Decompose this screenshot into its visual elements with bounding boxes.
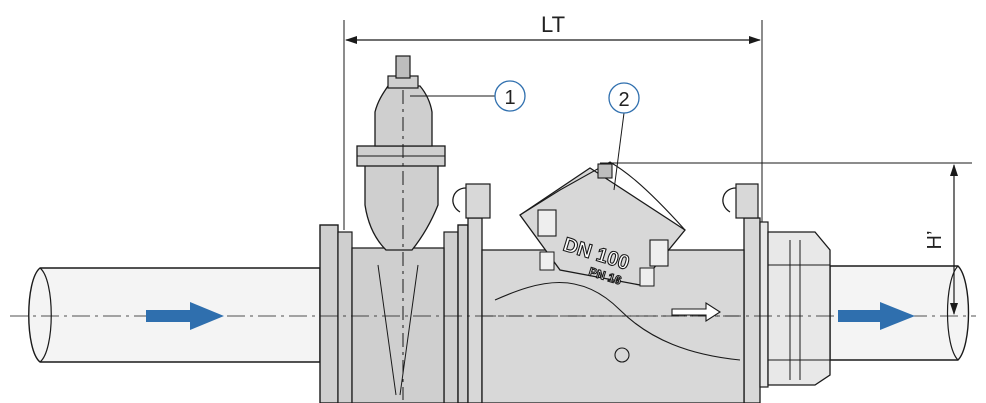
height-label: H’ bbox=[924, 231, 946, 250]
callout-number: 2 bbox=[618, 89, 629, 111]
flow-direction-arrow-icon bbox=[838, 302, 915, 330]
callout-ring bbox=[608, 82, 640, 114]
length-label: LT bbox=[541, 12, 565, 37]
gate-valve bbox=[319, 55, 469, 403]
height-dimension: H’ bbox=[600, 162, 972, 315]
length-dimension: LT bbox=[343, 12, 763, 230]
callout-ring bbox=[494, 80, 526, 112]
flow-direction-arrow-icon bbox=[146, 302, 224, 330]
cast-direction-arrow-icon bbox=[671, 301, 722, 323]
callout-number: 1 bbox=[504, 87, 515, 109]
pipe-adaptor bbox=[759, 221, 831, 388]
callout-1: 1 bbox=[410, 80, 526, 112]
check-valve bbox=[452, 161, 761, 403]
callout-2: 2 bbox=[608, 82, 640, 191]
